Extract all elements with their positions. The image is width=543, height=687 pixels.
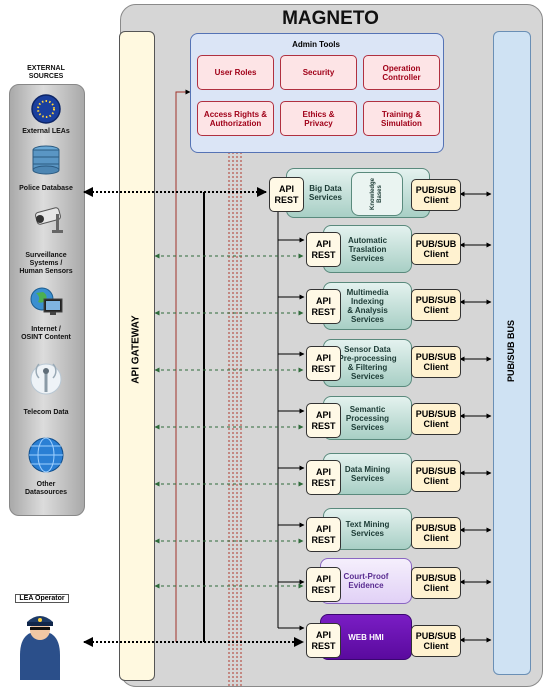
api-rest-box[interactable]: API REST: [306, 460, 341, 495]
api-rest-box[interactable]: API REST: [306, 403, 341, 438]
external-source-label: External LEAs: [22, 128, 70, 135]
service-name: Text Mining Services: [345, 520, 390, 538]
police-officer-icon: [20, 616, 60, 680]
service-name: Multimedia Indexing & Analysis Services: [346, 288, 389, 324]
cctv-camera-icon: [35, 207, 63, 233]
security-button[interactable]: Security: [280, 55, 357, 90]
service-name: WEB HMI: [348, 632, 384, 642]
service-name: Data Mining Services: [344, 465, 391, 483]
external-source-label: Other Datasources: [24, 481, 68, 496]
service-name: Court-Proof Evidence: [343, 572, 389, 590]
antenna-icon: [30, 363, 62, 395]
pubsub-client-box[interactable]: PUB/SUB Client: [411, 567, 461, 599]
external-source-label: Telecom Data: [23, 409, 69, 416]
api-rest-box[interactable]: API REST: [306, 346, 341, 381]
training-simulation-button[interactable]: Training & Simulation: [363, 101, 440, 136]
pubsub-client-box[interactable]: PUB/SUB Client: [411, 289, 461, 321]
api-rest-box[interactable]: API REST: [306, 623, 341, 658]
api-rest-box[interactable]: API REST: [306, 567, 341, 602]
pubsub-client-box[interactable]: PUB/SUB Client: [411, 625, 461, 657]
pubsub-client-box[interactable]: PUB/SUB Client: [411, 233, 461, 265]
pubsub-client-box[interactable]: PUB/SUB Client: [411, 517, 461, 549]
admin-feed-line: [175, 89, 191, 642]
api-rest-box[interactable]: API REST: [306, 289, 341, 324]
user-roles-button[interactable]: User Roles: [197, 55, 274, 90]
magneto-title: MAGNETO: [282, 8, 379, 29]
pubsub-client-box[interactable]: PUB/SUB Client: [411, 346, 461, 378]
api-rest-box[interactable]: API REST: [269, 177, 304, 212]
pubsub-client-box[interactable]: PUB/SUB Client: [411, 403, 461, 435]
service-name: Semantic Processing Services: [345, 404, 390, 432]
operation-controller-button[interactable]: Operation Controller: [363, 55, 440, 90]
api-gateway: [119, 31, 155, 681]
knowledge-bases: Knowledge Bases: [351, 172, 403, 216]
service-name: Automatic Traslation Services: [347, 235, 388, 263]
external-source-label: Police Database: [19, 185, 73, 192]
ethics-privacy-button[interactable]: Ethics & Privacy: [280, 101, 357, 136]
external-icons-layer: [20, 94, 64, 680]
admin-bus-lines: [228, 92, 242, 687]
eu-flag-icon: [31, 94, 61, 124]
knowledge-bases-label: Knowledge Bases: [369, 177, 383, 211]
api-rest-box[interactable]: API REST: [306, 517, 341, 552]
admin-tools-title: Admin Tools: [292, 40, 340, 49]
pubsub-bus: [493, 31, 531, 675]
operator-label: LEA Operator: [15, 594, 69, 603]
network-globe-icon: [28, 437, 64, 473]
service-name: Sensor Data Pre-processing & Filtering S…: [338, 345, 397, 381]
globe-monitor-icon: [30, 287, 63, 315]
api-rest-box[interactable]: API REST: [306, 232, 341, 267]
pubsub-client-box[interactable]: PUB/SUB Client: [411, 179, 461, 211]
external-sources-heading: EXTERNAL SOURCES: [27, 65, 65, 80]
service-name: Big Data Services: [309, 184, 342, 202]
pubsub-client-box[interactable]: PUB/SUB Client: [411, 460, 461, 492]
database-icon: [32, 145, 60, 175]
external-source-label: Internet / OSINT Content: [21, 326, 71, 341]
external-source-label: Surveillance Systems / Human Sensors: [19, 252, 73, 275]
access-rights-button[interactable]: Access Rights & Authorization: [197, 101, 274, 136]
